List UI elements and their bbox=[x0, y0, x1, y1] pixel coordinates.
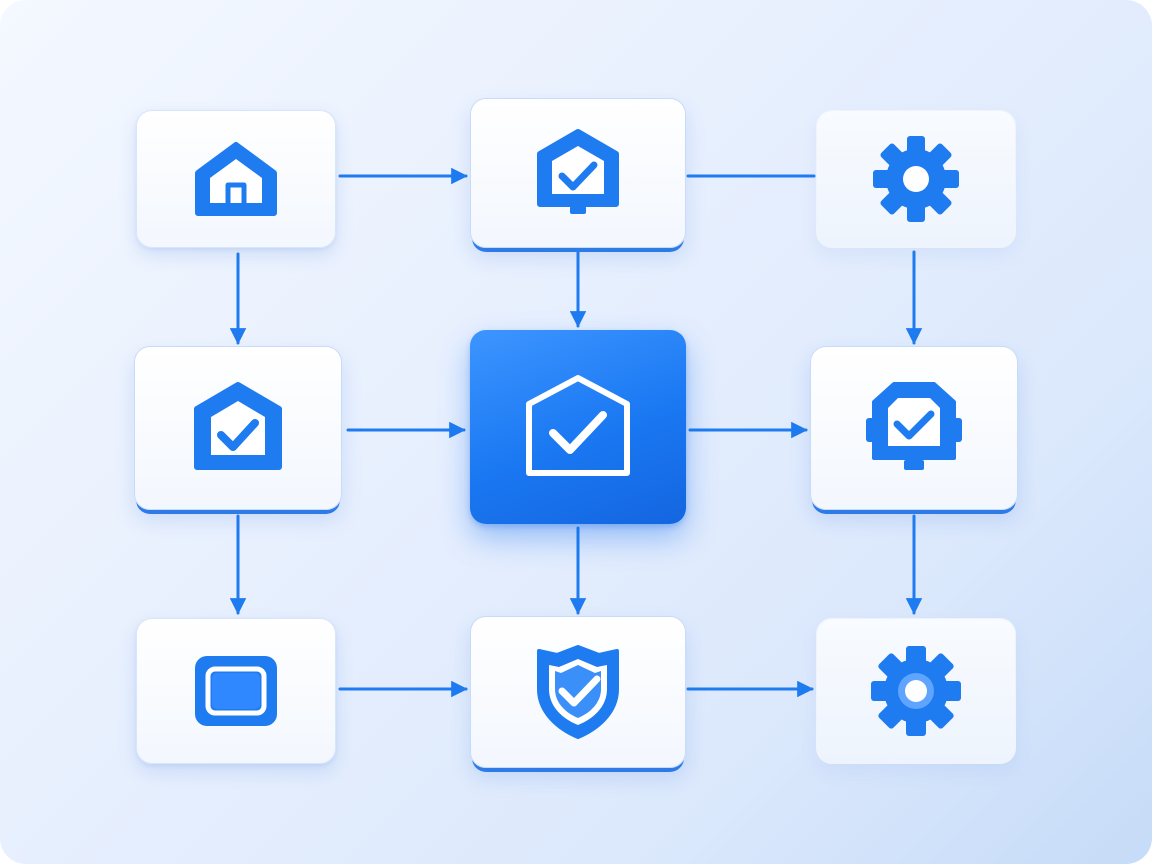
shield-check-icon bbox=[193, 381, 283, 475]
node-home[interactable] bbox=[136, 110, 336, 248]
badge-check-icon bbox=[535, 643, 621, 741]
shield-check-icon bbox=[523, 373, 633, 481]
screen-icon bbox=[192, 653, 280, 729]
node-shield-left[interactable] bbox=[134, 346, 342, 510]
node-shield-bottom[interactable] bbox=[470, 616, 686, 768]
node-gear-top[interactable] bbox=[816, 110, 1016, 248]
node-gear-bottom[interactable] bbox=[816, 618, 1016, 764]
home-icon bbox=[194, 139, 278, 219]
node-center[interactable] bbox=[470, 330, 686, 524]
device-check-icon bbox=[864, 378, 964, 478]
node-screen[interactable] bbox=[136, 618, 336, 764]
gear-icon bbox=[869, 644, 963, 738]
gear-icon bbox=[871, 134, 961, 224]
node-device-right[interactable] bbox=[810, 346, 1018, 510]
node-shield-top[interactable] bbox=[470, 98, 686, 248]
shield-check-icon bbox=[536, 128, 620, 218]
